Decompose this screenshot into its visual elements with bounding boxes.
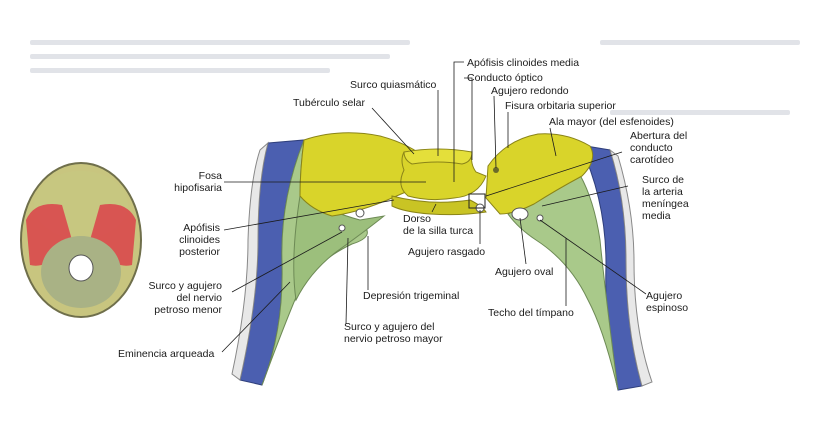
- label-apofisis-post-line1: Apófisis: [183, 222, 220, 234]
- leader-surco-petroso-mayor: [345, 237, 349, 325]
- label-agujero-rasgado: Agujero rasgado: [408, 246, 486, 258]
- posterior-clinoid-hole: [355, 208, 365, 218]
- leader-ala-mayor: [549, 127, 557, 157]
- label-apofisis-post-line2: clinoides: [179, 234, 220, 246]
- label-surco-arteria-line1: Surco de: [642, 174, 685, 186]
- leader-agujero-oval: [519, 217, 527, 265]
- left-petrous-ridge: [293, 195, 386, 302]
- label-surco-petroso-menor-line2: del nervio: [176, 292, 222, 304]
- right-temporal-bone: [507, 174, 619, 391]
- label-ala-mayor: Ala mayor (del esfenoides): [549, 116, 674, 128]
- label-dorso-line1: Dorso: [403, 213, 432, 225]
- label-abertura-line2: conducto: [630, 142, 673, 154]
- label-agujero-redondo: Agujero redondo: [491, 85, 569, 97]
- leader-apofisis-clinoides-media: [453, 61, 464, 182]
- label-surco-quiasmatico: Surco quiasmático: [350, 79, 437, 91]
- label-fosa-line2: hipofisaria: [174, 182, 222, 194]
- label-surco-petroso-menor-line3: petroso menor: [154, 304, 222, 316]
- leader-abertura-conducto: [485, 151, 623, 197]
- label-fosa-line1: Fosa: [198, 170, 222, 182]
- label-agujero-espinoso-line1: Agujero: [646, 290, 683, 302]
- label-dorso-line2: de la silla turca: [403, 225, 474, 237]
- label-conducto-optico: Conducto óptico: [467, 72, 543, 84]
- foramen-spinosum: [536, 214, 544, 222]
- label-apofisis-clinoides-posterior: Apófisis clinoides posterior: [160, 222, 220, 258]
- label-techo-timpano: Techo del tímpano: [488, 307, 574, 319]
- background-bleed: [600, 40, 800, 45]
- leader-surco-arteria: [541, 185, 629, 207]
- label-eminencia-arqueada: Eminencia arqueada: [118, 348, 215, 360]
- label-surco-arteria-line3: meníngea: [642, 198, 689, 210]
- label-surco-arteria-line2: la arteria: [642, 186, 683, 198]
- sella-turcica: [400, 151, 487, 201]
- label-agujero-oval: Agujero oval: [495, 266, 554, 278]
- label-dorso-silla-turca: Dorso de la silla turca: [403, 213, 473, 237]
- label-apofisis-clinoides-media: Apófisis clinoides media: [467, 57, 580, 69]
- label-depresion-trigeminal: Depresión trigeminal: [363, 290, 460, 302]
- label-surco-petroso-menor: Surco y agujero del nervio petroso menor: [134, 280, 222, 316]
- background-bleed: [30, 54, 390, 59]
- label-apofisis-post-line3: posterior: [179, 246, 220, 258]
- label-agujero-espinoso-line2: espinoso: [646, 302, 689, 314]
- dorsum-sellae: [391, 195, 487, 216]
- background-bleed: [610, 110, 790, 115]
- label-surco-petroso-mayor: Surco y agujero del nervio petroso mayor: [344, 321, 443, 345]
- label-abertura-conducto-carotideo: Abertura del conducto carotídeo: [630, 130, 687, 166]
- label-surco-petroso-menor-line1: Surco y agujero: [148, 280, 222, 292]
- label-surco-petroso-mayor-line1: Surco y agujero del: [344, 321, 435, 333]
- leader-tuberculo-selar: [371, 107, 415, 155]
- right-bone-edge: [609, 148, 653, 387]
- leader-dorso: [431, 203, 437, 213]
- label-surco-arteria-meningea: Surco de la arteria meníngea media: [642, 174, 689, 222]
- background-bleed: [30, 40, 410, 45]
- foramen-rotundum: [493, 167, 499, 173]
- label-agujero-espinoso: Agujero espinoso: [646, 290, 688, 314]
- leader-surco-petroso-menor: [231, 231, 343, 293]
- leader-agujero-redondo: [493, 95, 497, 169]
- label-abertura-line1: Abertura del: [630, 130, 688, 142]
- leader-lines: [221, 61, 647, 353]
- label-surco-arteria-line4: media: [642, 210, 671, 222]
- foramen-magnum: [68, 254, 94, 282]
- label-fisura-orbitaria-superior: Fisura orbitaria superior: [505, 100, 616, 112]
- leader-eminencia-arqueada: [221, 281, 291, 353]
- label-abertura-line3: carotídeo: [630, 154, 674, 166]
- carotid-canal-box: [468, 193, 486, 209]
- label-tuberculo-selar: Tubérculo selar: [293, 97, 365, 109]
- leader-agujero-espinoso: [539, 219, 647, 295]
- leader-conducto-optico: [464, 77, 473, 160]
- label-surco-petroso-mayor-line2: nervio petroso mayor: [344, 333, 443, 345]
- leader-apofisis-posterior: [223, 199, 395, 231]
- tuberculum-sellae: [403, 148, 473, 165]
- lesser-petrosal-foramen: [338, 224, 346, 232]
- background-bleed: [30, 68, 330, 73]
- left-bone-edge: [231, 141, 269, 381]
- label-fosa-hipofisaria: Fosa hipofisaria: [160, 170, 222, 194]
